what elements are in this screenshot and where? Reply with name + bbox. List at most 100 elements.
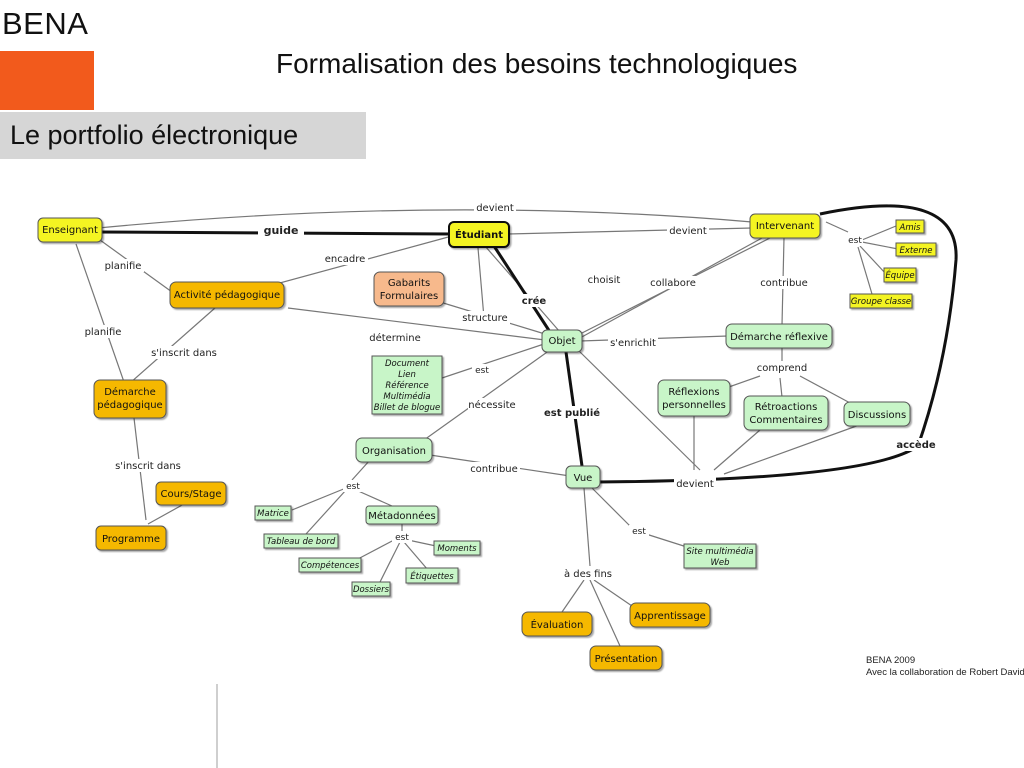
concept-node-presentation: Présentation [589,645,663,671]
link-label: structure [462,313,507,324]
svg-text:Amis: Amis [899,223,921,233]
link-label: devient [476,203,514,214]
concept-node-cours-stage: Cours/Stage [155,481,227,506]
link-label: nécessite [468,399,515,411]
link-label: encadre [325,254,366,265]
svg-text:Métadonnées: Métadonnées [368,510,436,522]
svg-text:Groupe classe: Groupe classe [851,297,911,307]
section-title-bar [0,112,366,159]
svg-text:Démarche: Démarche [104,386,156,398]
credit-line-1: BENA 2009 [866,655,916,666]
slide-title: Formalisation des besoins technologiques [276,48,798,79]
concept-node-site-multimedia: Site multimédia Web [683,543,757,569]
svg-text:Apprentissage: Apprentissage [634,611,706,622]
svg-text:Programme: Programme [102,534,160,545]
concept-node-demarche-pedagogique: Démarche pédagogique [93,379,167,419]
link-label: est [475,366,489,376]
svg-text:Web: Web [710,558,729,568]
svg-text:Tableau de bord: Tableau de bord [267,537,336,547]
link-label: guide [264,224,299,237]
svg-text:Étudiant: Étudiant [455,228,503,241]
concept-node-amis: Amis [895,219,925,234]
svg-text:Vue: Vue [574,473,593,484]
concept-node-etudiant: Étudiant [448,221,510,248]
svg-text:Site multimédia: Site multimédia [686,546,753,557]
link-label: est [632,527,646,537]
svg-text:Étiquettes: Étiquettes [410,570,454,582]
concept-node-dossiers: Dossiers [351,581,391,597]
link-label: est [346,482,360,492]
link-label: planifie [105,261,142,272]
svg-text:Matrice: Matrice [257,509,289,519]
link-label: contribue [760,278,808,289]
concept-node-demarche-reflexive: Démarche réflexive [725,323,833,349]
concept-node-evaluation: Évaluation [521,611,593,637]
svg-text:Activité pédagogique: Activité pédagogique [174,289,280,301]
link-label: s'inscrit dans [151,348,217,359]
svg-text:Réflexions: Réflexions [668,386,719,398]
link-label: contribue [470,464,518,475]
svg-text:Référence: Référence [385,380,428,391]
svg-text:personnelles: personnelles [662,400,726,411]
link-label: s'inscrit dans [115,461,181,472]
concept-node-matrice: Matrice [254,505,292,521]
svg-text:Dossiers: Dossiers [353,585,390,595]
svg-text:Billet de blogue: Billet de blogue [374,403,440,413]
svg-text:Multimédia: Multimédia [383,391,430,402]
svg-text:Présentation: Présentation [595,653,658,665]
concept-node-types-objet: Document Lien Référence Multimédia Bille… [371,355,443,415]
svg-text:Commentaires: Commentaires [749,415,822,426]
concept-node-enseignant: Enseignant [37,217,103,243]
svg-text:Démarche réflexive: Démarche réflexive [730,331,828,343]
concept-node-metadonnees: Métadonnées [365,505,439,525]
svg-text:Intervenant: Intervenant [756,221,814,232]
concept-node-intervenant: Intervenant [749,213,821,239]
link-label: détermine [369,332,421,344]
link-label: collabore [650,278,696,289]
svg-text:Enseignant: Enseignant [42,225,98,236]
link-label: devient [676,479,714,490]
brand-color-block [0,51,94,110]
concept-node-discussions: Discussions [843,401,911,427]
concept-node-reflexions: Réflexions personnelles [657,379,731,417]
concept-node-equipe: Équipe [883,267,917,283]
svg-text:Évaluation: Évaluation [531,618,584,631]
svg-text:Externe: Externe [899,246,932,256]
link-label: est [395,533,409,543]
concept-node-etiquettes: Étiquettes [405,567,459,584]
link-label: accède [896,439,936,451]
svg-text:Équipe: Équipe [885,269,914,281]
concept-node-competences: Compétences [298,557,362,573]
concept-node-apprentissage: Apprentissage [629,602,711,628]
link-label: planifie [85,327,122,338]
link-label: est publié [544,407,600,419]
link-label: crée [522,295,547,307]
link-label: devient [669,226,707,237]
section-title: Le portfolio électronique [10,120,299,150]
link-label: s'enrichit [610,338,656,349]
concept-node-gabarits: Gabarits Formulaires [373,271,445,307]
svg-text:Cours/Stage: Cours/Stage [160,489,221,500]
concept-node-organisation: Organisation [355,437,433,463]
concept-node-moments: Moments [433,540,481,556]
svg-text:Discussions: Discussions [848,410,906,421]
concept-node-retroactions: Rétroactions Commentaires [743,395,829,431]
link-label: comprend [757,363,807,374]
svg-text:Lien: Lien [398,370,416,380]
credit-line-2: Avec la collaboration de Robert David [866,667,1024,678]
svg-text:Moments: Moments [437,544,477,554]
svg-text:Rétroactions: Rétroactions [755,401,818,413]
link-label: choisit [588,275,621,286]
svg-text:Gabarits: Gabarits [388,278,430,289]
svg-text:Formulaires: Formulaires [380,291,438,302]
divider-line [216,684,218,768]
svg-text:pédagogique: pédagogique [97,399,162,411]
svg-text:Document: Document [385,359,430,369]
concept-node-programme: Programme [95,525,167,551]
concept-node-tableau-de-bord: Tableau de bord [263,533,339,549]
concept-node-groupe-classe: Groupe classe [849,293,913,309]
link-label: est [848,236,862,246]
brand-logo-text: BENA [2,6,89,41]
concept-node-vue: Vue [565,465,601,489]
